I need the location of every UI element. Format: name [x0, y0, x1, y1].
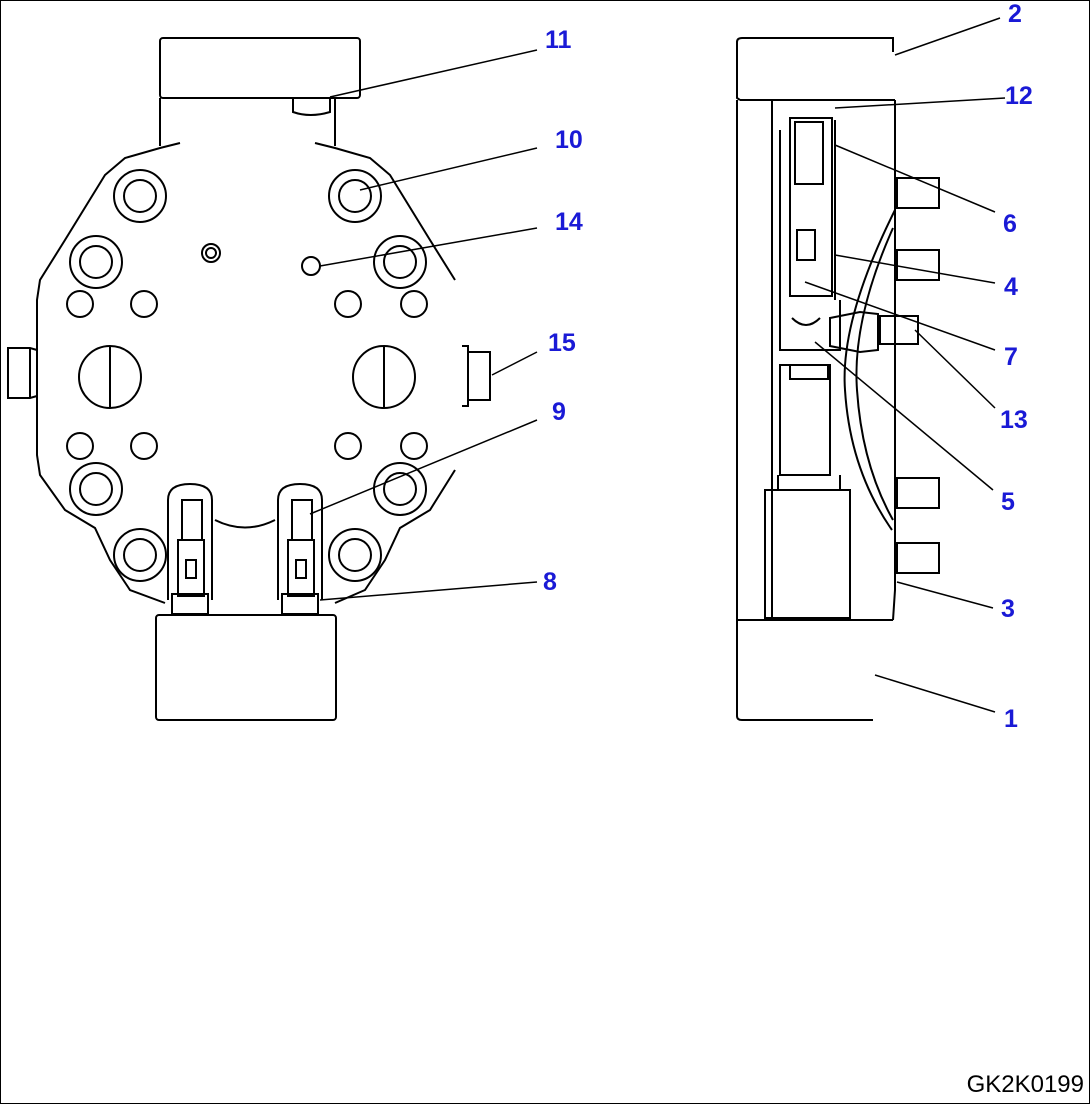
top-end-cap — [736, 37, 894, 101]
leader-lines — [309, 17, 1006, 713]
callout-4: 4 — [1004, 273, 1018, 301]
side-view — [736, 37, 940, 721]
callout-10: 10 — [555, 126, 583, 154]
callout-7: 7 — [1004, 343, 1018, 371]
callout-13: 13 — [1000, 406, 1028, 434]
lower-notch — [214, 519, 276, 529]
callout-5: 5 — [1001, 488, 1015, 516]
right-side-plug — [468, 351, 491, 401]
top-plug — [292, 97, 331, 116]
stem-bore — [789, 117, 833, 297]
side-fitting — [829, 310, 879, 354]
callout-8: 8 — [543, 568, 557, 596]
boss-2 — [896, 249, 940, 281]
callout-12: 12 — [1005, 82, 1033, 110]
callout-3: 3 — [1001, 595, 1015, 623]
body-outline-left — [36, 142, 181, 604]
callout-9: 9 — [552, 398, 566, 426]
solenoid-body — [764, 489, 851, 619]
left-side-plug — [7, 347, 38, 399]
bottom-block — [155, 614, 337, 721]
callout-11: 11 — [545, 26, 572, 54]
top-block — [159, 37, 361, 99]
spool — [779, 300, 841, 351]
callout-6: 6 — [1003, 210, 1017, 238]
callout-2: 2 — [1008, 0, 1022, 28]
figure-id: GK2K0199 — [967, 1071, 1084, 1098]
bottom-end-cap — [736, 620, 873, 721]
callout-labels: 11 10 14 15 9 8 2 12 6 4 7 13 5 3 1 — [543, 0, 1033, 733]
housing-right-edge — [892, 100, 896, 621]
boss-3 — [896, 477, 940, 509]
cartridge-left — [167, 482, 213, 615]
boss-1 — [896, 177, 940, 209]
right-side-plug-mount — [462, 345, 469, 407]
boss-4 — [896, 542, 940, 574]
cartridge-right — [277, 482, 323, 615]
callout-15: 15 — [548, 329, 576, 357]
small-holes — [66, 243, 428, 460]
front-view — [7, 37, 491, 721]
callout-14: 14 — [555, 208, 583, 236]
bolts — [69, 169, 427, 582]
callout-1: 1 — [1004, 705, 1018, 733]
body-outline-right-lower — [334, 469, 456, 604]
lower-cylinder — [779, 364, 831, 476]
curved-passage — [843, 209, 896, 531]
